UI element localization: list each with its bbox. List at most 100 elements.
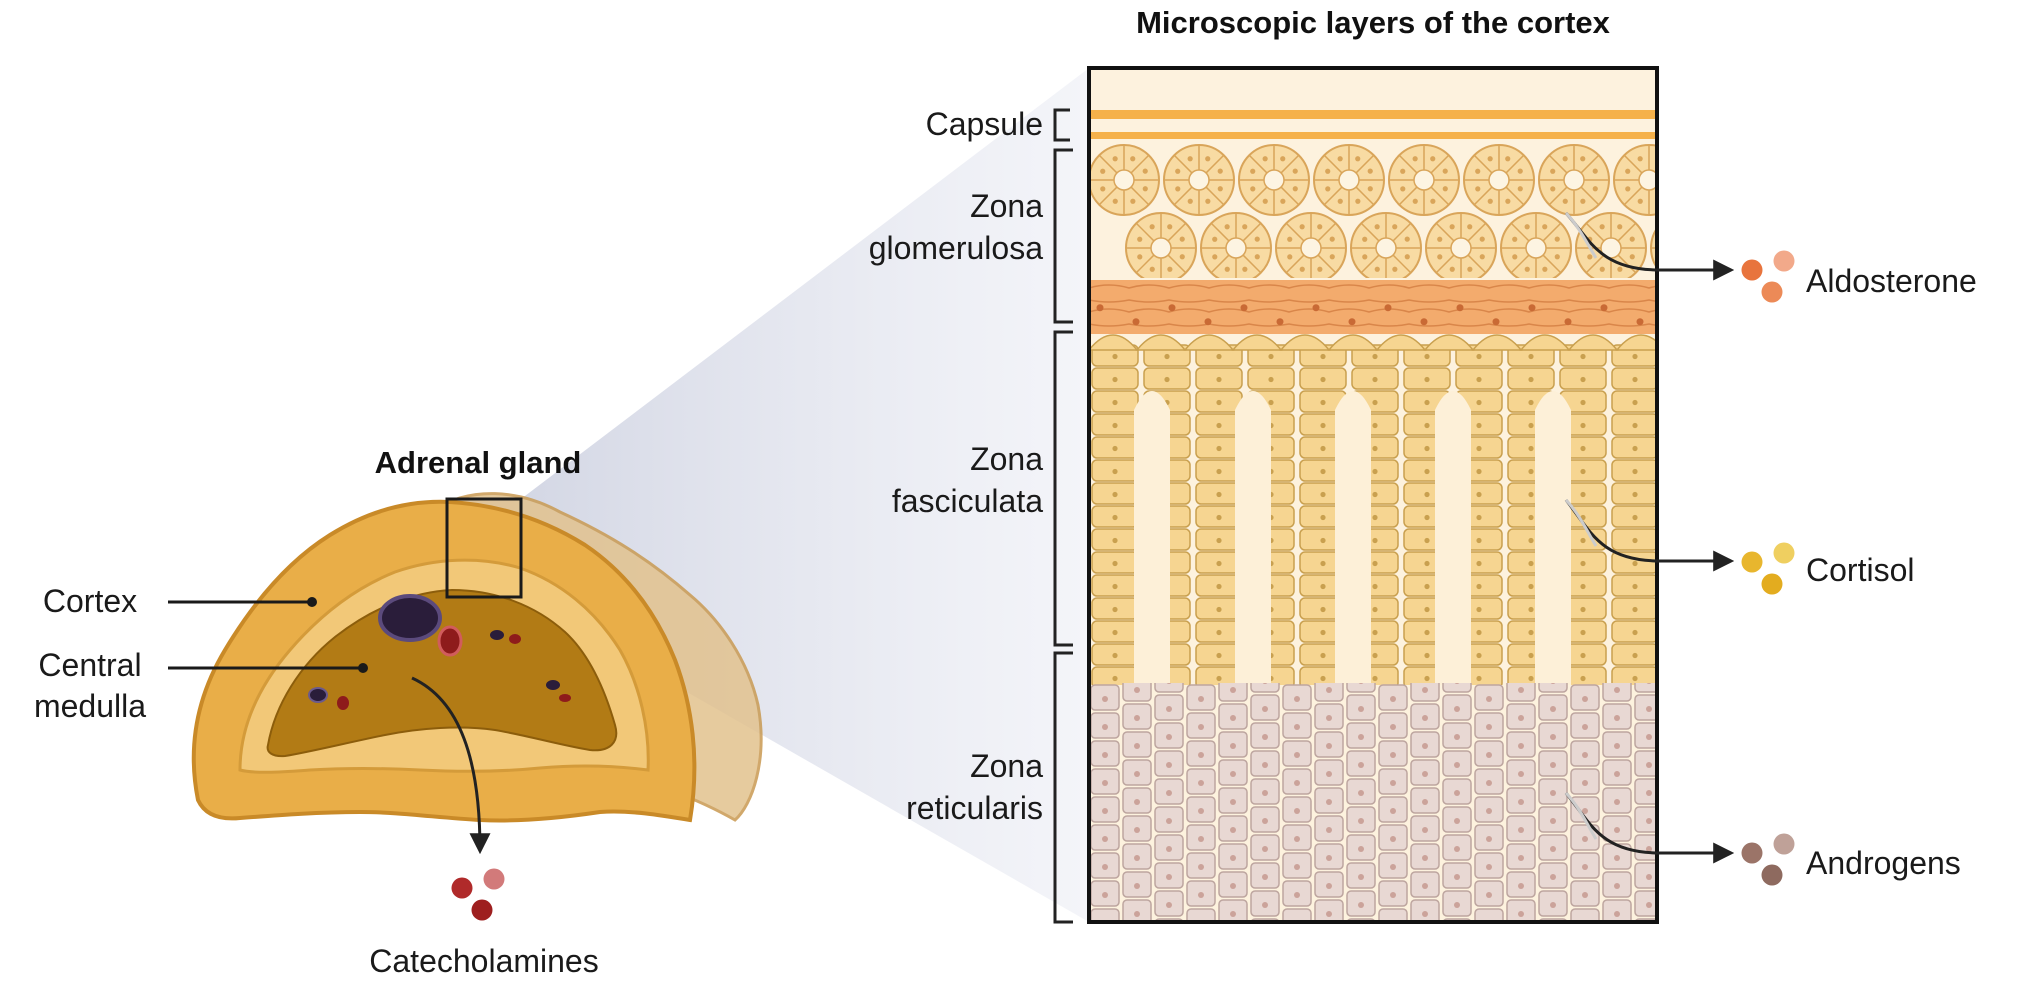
glomerulosa-nucleus bbox=[1662, 237, 1667, 242]
reticularis-nucleus bbox=[1166, 683, 1172, 684]
glomerulosa-nucleus bbox=[1550, 186, 1556, 192]
reticularis-nucleus bbox=[1582, 864, 1588, 870]
fasciculata-nucleus bbox=[1580, 353, 1586, 360]
glomerulosa-nucleus bbox=[1587, 254, 1593, 260]
reticularis-nucleus bbox=[1454, 930, 1460, 936]
glomerulosa-nucleus bbox=[1292, 168, 1298, 174]
glomerulosa-cell-wall bbox=[1323, 186, 1343, 206]
glomerulosa-nucleus bbox=[1629, 254, 1635, 260]
connective-nucleus bbox=[1492, 318, 1500, 326]
fasciculata-nucleus bbox=[1372, 560, 1378, 567]
reticularis-nucleus bbox=[1582, 808, 1588, 814]
fasciculata-nucleus bbox=[1216, 468, 1222, 475]
reticularis-nucleus bbox=[1550, 874, 1556, 880]
fasciculata-nucleus bbox=[1320, 652, 1326, 659]
reticularis-nucleus bbox=[1134, 771, 1140, 777]
glomerulosa-nucleus bbox=[1517, 168, 1523, 174]
reticularis-nucleus bbox=[1134, 855, 1140, 861]
reticularis-bracket bbox=[1053, 651, 1073, 924]
glomerulosa-nucleus bbox=[1175, 168, 1181, 174]
connective-nucleus bbox=[1168, 304, 1176, 312]
fasciculata-nucleus bbox=[1216, 652, 1222, 659]
glomerulosa-nucleus bbox=[1100, 186, 1106, 192]
connective-fiber bbox=[1089, 299, 1657, 303]
glomerulosa-cell-wall bbox=[1167, 254, 1187, 274]
reticularis-nucleus bbox=[1102, 696, 1108, 702]
reticularis-nucleus bbox=[1262, 874, 1268, 880]
reticularis-cell bbox=[1123, 928, 1151, 953]
reticularis-nucleus bbox=[1614, 883, 1620, 889]
fasciculata-nucleus bbox=[1320, 560, 1326, 567]
reticularis-nucleus bbox=[1198, 892, 1204, 898]
glomerulosa-nucleus bbox=[1100, 168, 1106, 174]
fasciculata-nucleus bbox=[1320, 445, 1326, 452]
reticularis-nucleus bbox=[1646, 902, 1652, 908]
reticularis-nucleus bbox=[1230, 743, 1236, 749]
reticularis-nucleus bbox=[1518, 771, 1524, 777]
hormone-particle bbox=[1741, 259, 1763, 281]
fasciculata-nucleus bbox=[1476, 606, 1482, 613]
connective-nucleus bbox=[1276, 318, 1284, 326]
fasciculata-nucleus bbox=[1112, 399, 1118, 406]
glomerulosa-cell-wall bbox=[1167, 222, 1187, 242]
reticularis-cell bbox=[1507, 928, 1535, 953]
fasciculata-nucleus bbox=[1528, 514, 1534, 521]
reticularis-nucleus bbox=[1550, 930, 1556, 936]
reticularis-nucleus bbox=[1678, 808, 1684, 814]
glomerulosa-nucleus bbox=[1430, 156, 1436, 162]
glomerulosa-cell-wall bbox=[1280, 154, 1300, 174]
fasciculata-nucleus bbox=[1580, 583, 1586, 590]
glomerulosa-lumen bbox=[1375, 237, 1397, 259]
glomerulosa-cell-wall bbox=[1623, 186, 1643, 206]
fasciculata-nucleus bbox=[1112, 491, 1118, 498]
reticularis-cell bbox=[1538, 683, 1568, 693]
medulla-vein-large bbox=[378, 594, 442, 642]
glomerulosa-nucleus bbox=[1662, 254, 1667, 259]
connective-nucleus bbox=[1564, 318, 1572, 326]
fasciculata-nucleus bbox=[1580, 445, 1586, 452]
reticularis-nucleus bbox=[1390, 864, 1396, 870]
aldosterone-label: Aldosterone bbox=[1806, 263, 1977, 299]
reticularis-nucleus bbox=[1422, 827, 1428, 833]
glomerulosa-cell-wall bbox=[1280, 186, 1300, 206]
glomerulosa-cell-wall bbox=[1623, 154, 1643, 174]
reticularis-nucleus bbox=[1230, 911, 1236, 917]
connective-nucleus bbox=[1456, 304, 1464, 312]
fasciculata-nucleus bbox=[1112, 514, 1118, 521]
glomerulosa-nucleus bbox=[1542, 266, 1548, 272]
hormone-particle bbox=[451, 877, 473, 899]
glomerulosa-nucleus bbox=[1374, 266, 1380, 272]
glomerulosa-lumen bbox=[1413, 169, 1435, 191]
fasciculata-nucleus bbox=[1528, 468, 1534, 475]
glomerulosa-nucleus bbox=[1467, 224, 1473, 230]
reticularis-nucleus bbox=[1550, 706, 1556, 712]
glomerulosa-nucleus bbox=[1554, 236, 1560, 242]
fasciculata-nucleus bbox=[1372, 675, 1378, 682]
reticularis-cell bbox=[1667, 909, 1695, 934]
fasciculata-nucleus bbox=[1424, 353, 1430, 360]
cortex-label: Cortex bbox=[43, 583, 137, 619]
glomerulosa-nucleus bbox=[1224, 224, 1230, 230]
hormone-particle bbox=[1761, 573, 1783, 595]
glomerulosa-nucleus bbox=[1287, 236, 1293, 242]
reticularis-nucleus bbox=[1262, 706, 1268, 712]
reticularis-nucleus bbox=[1486, 724, 1492, 730]
reticularis-nucleus bbox=[1550, 762, 1556, 768]
fasciculata-nucleus bbox=[1112, 629, 1118, 636]
fasciculata-nucleus bbox=[1112, 583, 1118, 590]
fasciculata-sinusoid bbox=[1535, 391, 1571, 685]
reticularis-nucleus bbox=[1134, 687, 1140, 693]
glomerulosa-nucleus bbox=[1562, 198, 1568, 204]
reticularis-nucleus bbox=[1454, 683, 1460, 684]
glomerulosa-nucleus bbox=[1292, 186, 1298, 192]
hormone-particle bbox=[1761, 864, 1783, 886]
fasciculata-nucleus bbox=[1424, 606, 1430, 613]
glomerulosa-cell-wall bbox=[1360, 254, 1380, 274]
fasciculata-nucleus bbox=[1632, 560, 1638, 567]
glomerulosa-nucleus bbox=[1299, 224, 1305, 230]
fasciculata-nucleus bbox=[1528, 491, 1534, 498]
reticularis-cell bbox=[1667, 713, 1695, 738]
medulla-label-line2: medulla bbox=[34, 688, 146, 724]
glomerulosa-nucleus bbox=[1550, 168, 1556, 174]
reticularis-cell bbox=[1250, 683, 1280, 693]
